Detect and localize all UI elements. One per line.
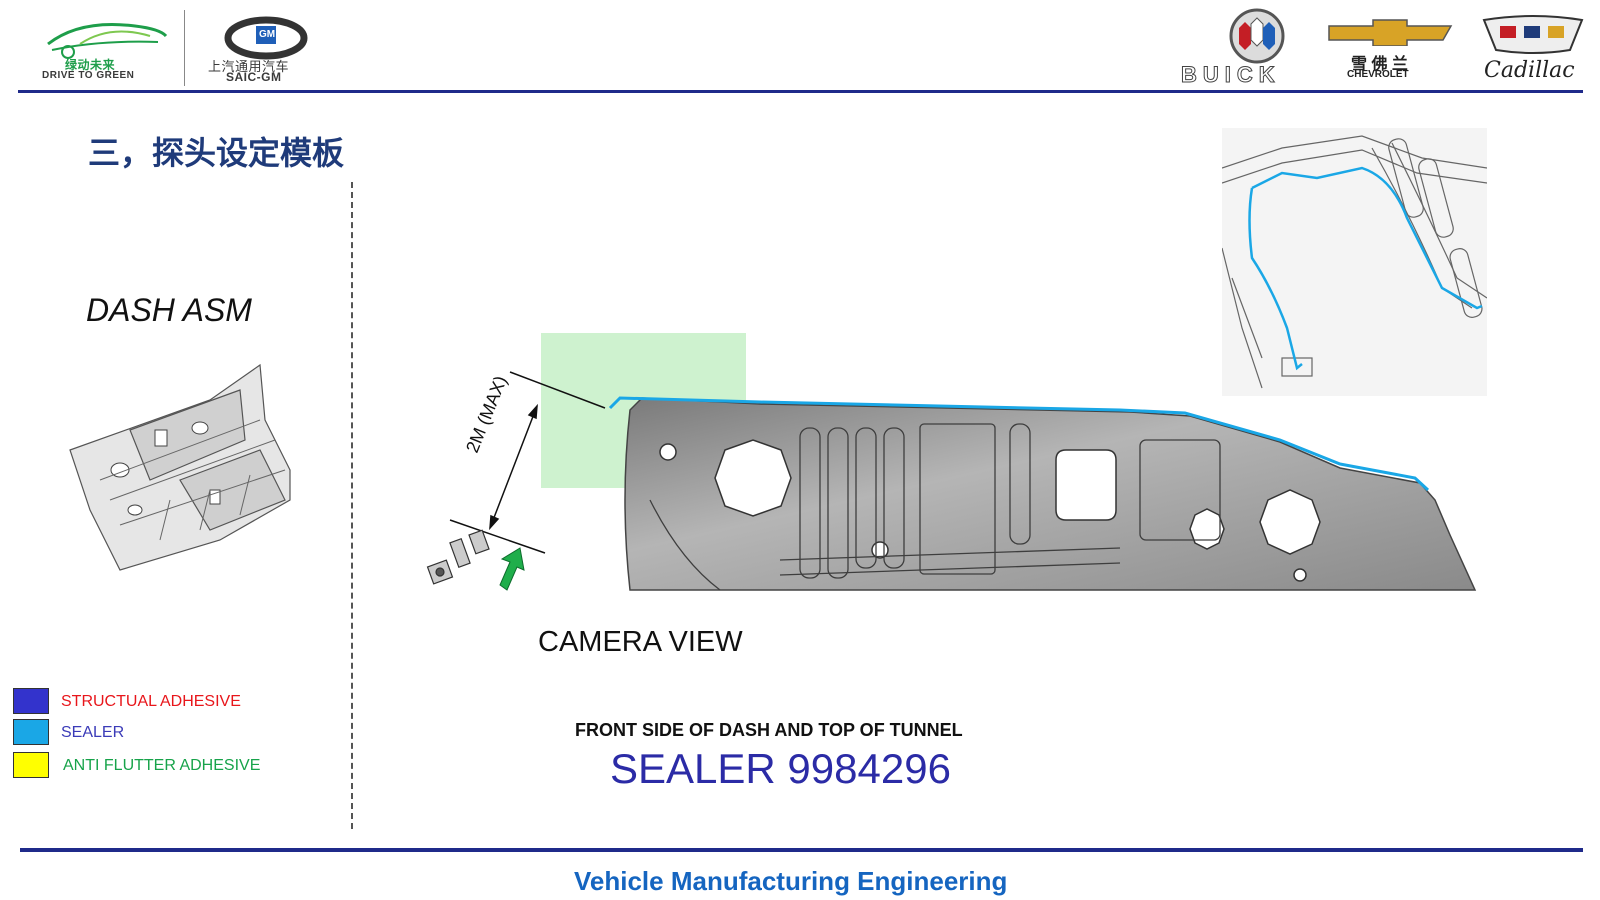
legend: STRUCTUAL ADHESIVE SEALER ANTI FLUTTER A… bbox=[13, 688, 313, 788]
direction-arrow-icon bbox=[499, 547, 525, 591]
cadillac-text: Cadillac bbox=[1484, 58, 1575, 83]
logo-en-text: DRIVE TO GREEN bbox=[42, 70, 135, 81]
gm-mark-text: GM bbox=[259, 29, 276, 40]
dash-panel-body bbox=[624, 397, 1477, 591]
dash-asm-thumbnail bbox=[60, 360, 300, 580]
page-title: 三，探头设定模板 bbox=[88, 134, 345, 172]
sealer-bead-line bbox=[608, 396, 1430, 492]
cadillac-logo: Cadillac bbox=[1478, 14, 1588, 84]
inset-sealer-line bbox=[1248, 166, 1483, 371]
legend-swatch-structural bbox=[13, 688, 49, 714]
legend-label-anti-flutter: ANTI FLUTTER ADHESIVE bbox=[63, 757, 261, 774]
legend-label-structural: STRUCTUAL ADHESIVE bbox=[61, 693, 241, 710]
saic-gm-emblem-icon bbox=[224, 16, 308, 60]
footer-rule bbox=[20, 848, 1583, 852]
buick-logo: BUICK bbox=[1181, 8, 1330, 88]
dash-panel-diagram bbox=[426, 333, 1477, 591]
camera-sensor-icon bbox=[426, 529, 490, 585]
sealer-code: SEALER 9984296 bbox=[610, 745, 951, 792]
seam-detail-inset bbox=[1222, 128, 1487, 396]
car-swoosh-icon bbox=[47, 22, 168, 59]
header-rule bbox=[18, 90, 1583, 93]
chevrolet-bowtie-icon bbox=[1328, 19, 1453, 47]
legend-swatch-sealer bbox=[13, 719, 49, 745]
drive-to-green-logo: 绿动未来 DRIVE TO GREEN bbox=[40, 14, 170, 81]
saic-gm-logo: GM 上汽通用汽车 SAIC-GM bbox=[206, 14, 336, 84]
buick-text: BUICK bbox=[1181, 62, 1281, 88]
chevrolet-logo: 雪 佛 兰 CHEVROLET bbox=[1325, 18, 1455, 84]
camera-view-label: CAMERA VIEW bbox=[538, 626, 743, 658]
logo-divider bbox=[184, 10, 185, 86]
part-name: DASH ASM bbox=[86, 292, 252, 328]
legend-label-sealer: SEALER bbox=[61, 724, 125, 741]
logo-cn-text: 绿动未来 bbox=[65, 58, 116, 72]
vertical-divider bbox=[351, 182, 353, 829]
saic-cn-text: 上汽通用汽车 bbox=[208, 59, 290, 74]
buick-shield-icon bbox=[1229, 8, 1285, 64]
chevrolet-cn-text: 雪 佛 兰 bbox=[1351, 56, 1408, 73]
footer-text: Vehicle Manufacturing Engineering bbox=[574, 866, 1008, 896]
cadillac-crest-icon bbox=[1482, 15, 1584, 54]
saic-en-text: SAIC-GM bbox=[226, 70, 282, 84]
caption-text: FRONT SIDE OF DASH AND TOP OF TUNNEL bbox=[575, 720, 963, 740]
chevrolet-en-text: CHEVROLET bbox=[1347, 69, 1409, 80]
legend-swatch-anti-flutter bbox=[13, 752, 49, 778]
